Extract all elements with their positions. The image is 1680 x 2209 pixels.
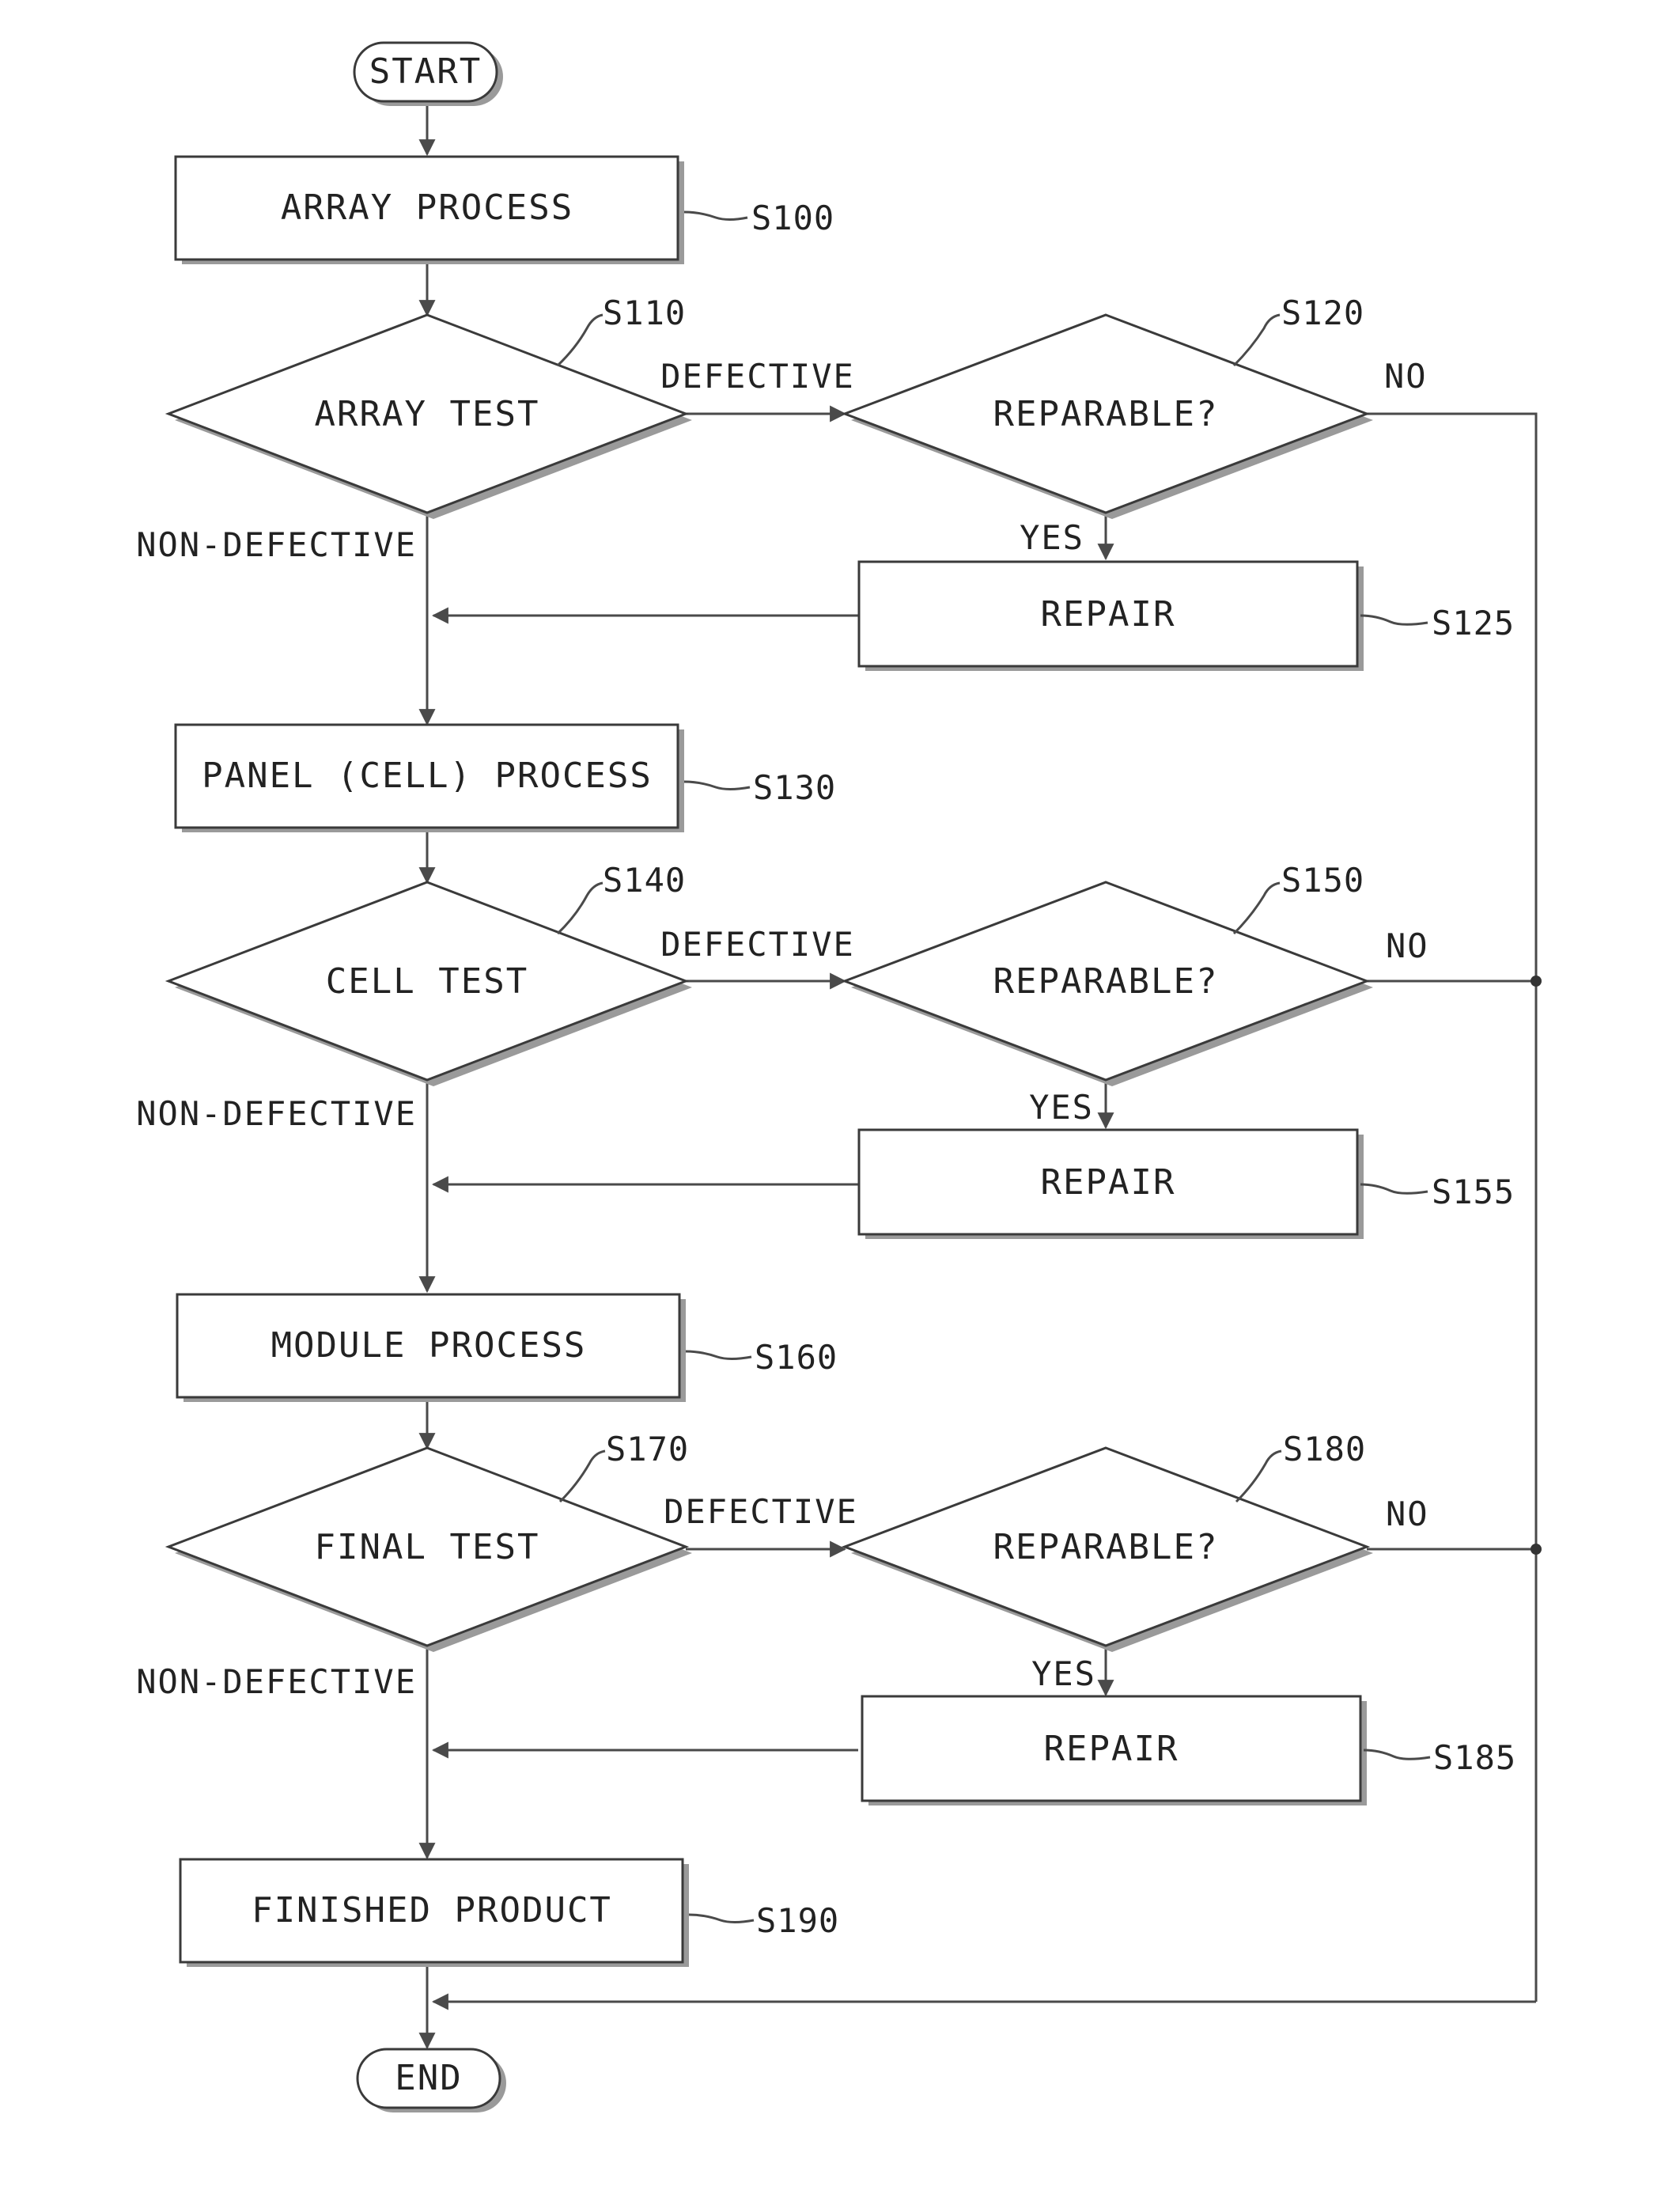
decision-cell-test-label: CELL TEST bbox=[326, 961, 528, 1002]
decision-final-test: FINAL TEST bbox=[168, 1448, 692, 1652]
step-label-s170: S170 bbox=[606, 1430, 689, 1468]
non-defective-label-2: NON-DEFECTIVE bbox=[136, 1094, 417, 1133]
start-label: START bbox=[369, 51, 482, 92]
non-defective-label-1: NON-DEFECTIVE bbox=[136, 525, 417, 564]
no-label-3: NO bbox=[1386, 1495, 1429, 1533]
leader-s110 bbox=[558, 315, 603, 366]
process-array: ARRAY PROCESS bbox=[176, 157, 684, 264]
step-label-s155: S155 bbox=[1432, 1173, 1515, 1211]
no-label-2: NO bbox=[1386, 926, 1429, 965]
step-label-s130: S130 bbox=[753, 768, 836, 807]
leader-s100 bbox=[684, 212, 747, 220]
decision-cell-test: CELL TEST bbox=[168, 882, 692, 1086]
decision-reparable-2: REPARABLE? bbox=[845, 882, 1373, 1086]
decision-array-test-label: ARRAY TEST bbox=[315, 394, 540, 434]
decision-reparable-3-label: REPARABLE? bbox=[993, 1527, 1219, 1567]
no-label-1: NO bbox=[1384, 357, 1428, 396]
defective-label-2: DEFECTIVE bbox=[660, 925, 855, 964]
repair-2-label: REPAIR bbox=[1041, 1162, 1176, 1203]
process-array-label: ARRAY PROCESS bbox=[281, 188, 573, 228]
defective-label-3: DEFECTIVE bbox=[664, 1492, 858, 1531]
decision-reparable-3: REPARABLE? bbox=[845, 1448, 1373, 1652]
leader-s180 bbox=[1236, 1451, 1281, 1502]
leader-s150 bbox=[1234, 883, 1280, 934]
process-finished-product-label: FINISHED PRODUCT bbox=[252, 1890, 612, 1931]
process-module: MODULE PROCESS bbox=[177, 1294, 686, 1402]
repair-3-label: REPAIR bbox=[1044, 1729, 1179, 1769]
process-panel-cell: PANEL (CELL) PROCESS bbox=[176, 725, 684, 832]
step-label-s180: S180 bbox=[1283, 1430, 1366, 1468]
decision-reparable-1: REPARABLE? bbox=[845, 315, 1373, 519]
step-label-s125: S125 bbox=[1432, 604, 1515, 642]
step-label-s150: S150 bbox=[1281, 861, 1364, 900]
yes-label-1: YES bbox=[1020, 518, 1084, 557]
junction-dot-2 bbox=[1531, 1544, 1542, 1555]
step-label-s190: S190 bbox=[756, 1901, 839, 1940]
leader-s125 bbox=[1360, 616, 1428, 624]
end-label: END bbox=[395, 2058, 462, 2098]
step-label-s185: S185 bbox=[1433, 1738, 1516, 1777]
leader-s140 bbox=[558, 883, 603, 934]
defective-label-1: DEFECTIVE bbox=[660, 357, 855, 396]
junction-dot-1 bbox=[1531, 976, 1542, 987]
step-label-s140: S140 bbox=[603, 861, 686, 900]
leader-s170 bbox=[560, 1451, 605, 1502]
repair-1-label: REPAIR bbox=[1041, 594, 1176, 635]
step-label-s160: S160 bbox=[755, 1338, 838, 1377]
leader-s130 bbox=[684, 782, 750, 790]
decision-final-test-label: FINAL TEST bbox=[315, 1527, 540, 1567]
decision-array-test: ARRAY TEST bbox=[168, 315, 692, 519]
repair-1: REPAIR bbox=[859, 562, 1364, 671]
process-panel-cell-label: PANEL (CELL) PROCESS bbox=[202, 756, 653, 796]
step-label-s100: S100 bbox=[751, 199, 834, 237]
leader-s190 bbox=[689, 1915, 754, 1923]
process-finished-product: FINISHED PRODUCT bbox=[180, 1859, 689, 1967]
step-label-s120: S120 bbox=[1281, 294, 1364, 332]
start-terminal: START bbox=[354, 43, 503, 106]
leader-s185 bbox=[1364, 1750, 1430, 1759]
leader-s155 bbox=[1360, 1184, 1428, 1193]
process-module-label: MODULE PROCESS bbox=[271, 1325, 587, 1366]
repair-2: REPAIR bbox=[859, 1130, 1364, 1239]
decision-reparable-1-label: REPARABLE? bbox=[993, 394, 1219, 434]
repair-3: REPAIR bbox=[862, 1696, 1367, 1805]
non-defective-label-3: NON-DEFECTIVE bbox=[136, 1662, 417, 1701]
leader-s120 bbox=[1234, 315, 1280, 366]
end-terminal: END bbox=[358, 2049, 506, 2112]
step-label-s110: S110 bbox=[603, 294, 686, 332]
yes-label-2: YES bbox=[1029, 1088, 1094, 1127]
decision-reparable-2-label: REPARABLE? bbox=[993, 961, 1219, 1002]
yes-label-3: YES bbox=[1031, 1654, 1096, 1693]
leader-s160 bbox=[686, 1351, 751, 1359]
